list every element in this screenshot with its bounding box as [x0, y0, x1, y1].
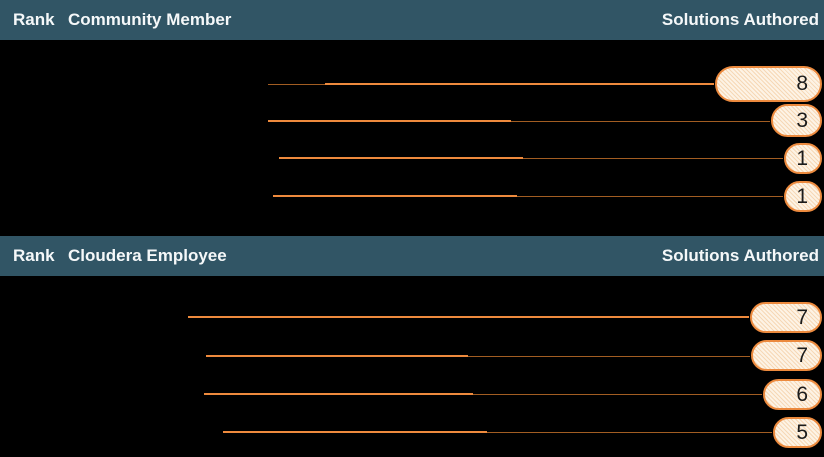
cloudera-employee-column-header: Cloudera Employee	[68, 246, 227, 265]
solutions-count-badge: 7	[750, 302, 822, 333]
solutions-leader-line	[473, 394, 762, 395]
community-member-table-header: Rank Community Member Solutions Authored	[0, 0, 824, 40]
solutions-count-badge: 7	[751, 340, 822, 371]
solutions-authored-column-header: Solutions Authored	[661, 246, 819, 265]
solutions-count-badge: 1	[784, 181, 822, 212]
solutions-bar-line	[204, 393, 473, 395]
solutions-leader-line	[268, 84, 325, 85]
solutions-count-badge: 1	[784, 143, 822, 174]
solutions-count-badge: 8	[715, 66, 822, 102]
solutions-count-badge: 3	[771, 104, 822, 137]
solutions-bar-line	[268, 120, 511, 122]
solutions-leader-line	[511, 121, 770, 122]
solutions-leader-line	[517, 196, 783, 197]
rank-column-header: Rank	[13, 10, 55, 29]
solutions-bar-line	[273, 195, 517, 197]
solutions-leader-line	[523, 158, 783, 159]
solutions-leader-line	[468, 356, 750, 357]
solutions-bar-line	[206, 355, 468, 357]
solutions-bar-line	[188, 316, 749, 318]
solutions-bar-line	[325, 83, 714, 85]
solutions-count-badge: 6	[763, 379, 822, 410]
solutions-bar-line	[223, 431, 487, 433]
solutions-leader-line	[487, 432, 772, 433]
solutions-count-badge: 5	[773, 417, 822, 448]
solutions-bar-line	[279, 157, 523, 159]
rank-column-header: Rank	[13, 246, 55, 265]
cloudera-employee-table-header: Rank Cloudera Employee Solutions Authore…	[0, 236, 824, 276]
community-member-column-header: Community Member	[68, 10, 232, 29]
solutions-authored-column-header: Solutions Authored	[661, 10, 819, 29]
